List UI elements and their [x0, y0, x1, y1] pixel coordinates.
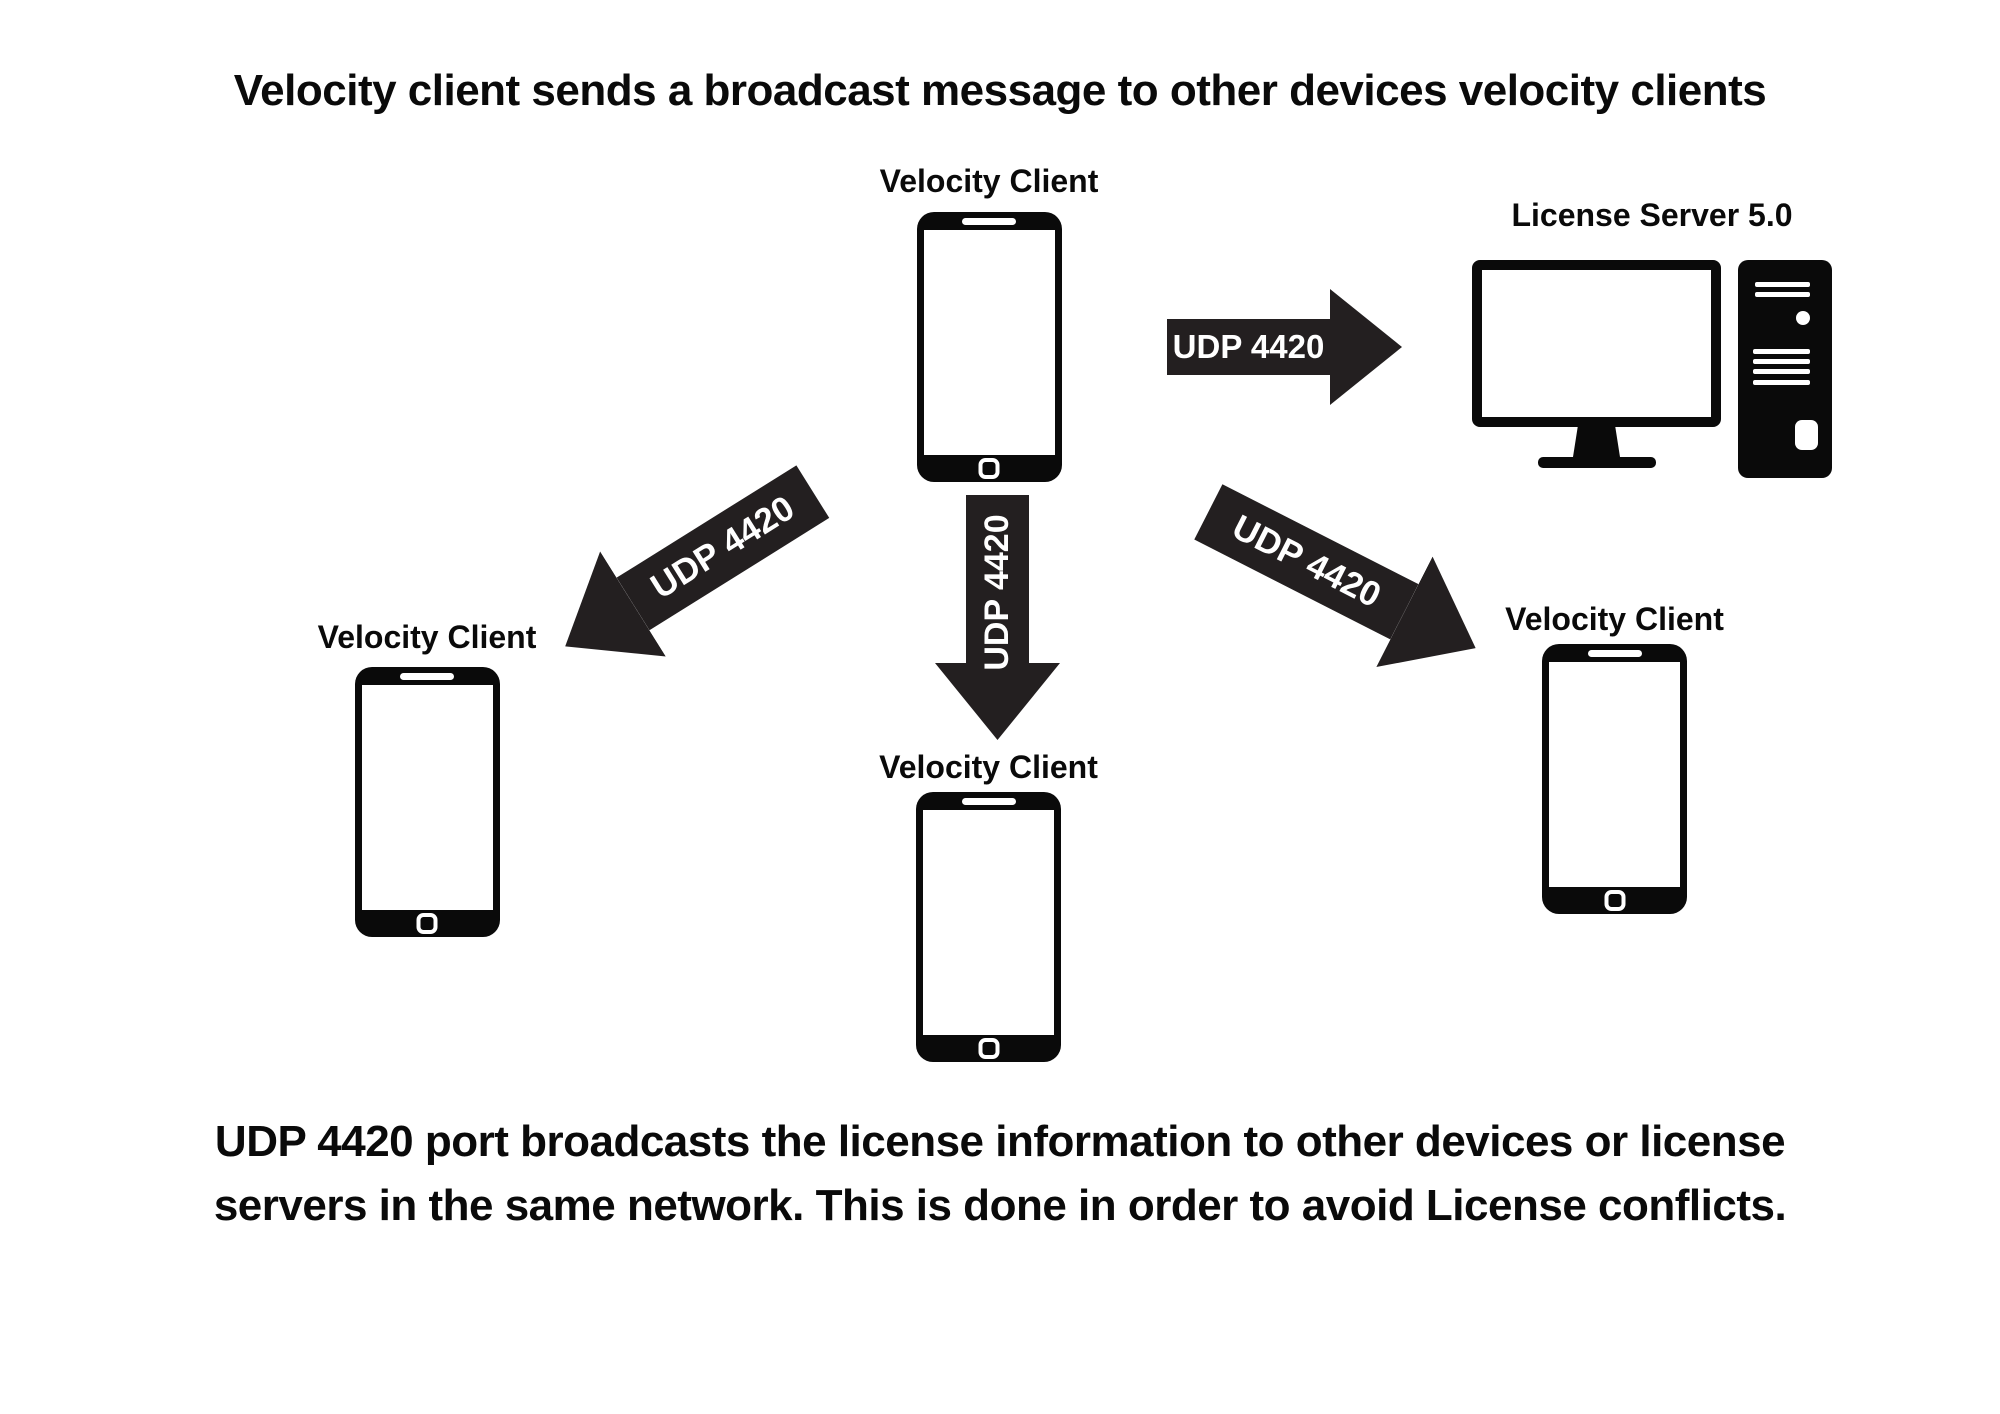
- udp-arrow-to-bottom-client: UDP 4420: [935, 495, 1060, 740]
- phone-screen: [361, 685, 493, 910]
- device-label: Velocity Client: [317, 619, 537, 655]
- device-label: Velocity Client: [879, 749, 1098, 785]
- phone-home-button-icon: [978, 1038, 999, 1059]
- arrow-label: UDP 4420: [1172, 328, 1325, 365]
- tower-vent-line: [1753, 380, 1810, 385]
- smartphone-icon: [1542, 644, 1687, 914]
- smartphone-icon: [354, 667, 500, 937]
- arrow-body: UDP 4420: [616, 465, 830, 631]
- tower-power-button-icon: [1796, 311, 1810, 325]
- phone-screen: [923, 230, 1055, 455]
- phone-speaker-icon: [400, 673, 454, 680]
- udp-arrow-to-server: UDP 4420: [1167, 289, 1402, 405]
- tower-vent-line: [1753, 369, 1810, 374]
- arrow-label: UDP 4420: [1226, 507, 1388, 616]
- smartphone-icon: [916, 792, 1061, 1062]
- phone-screen: [923, 810, 1054, 1035]
- diagram-title: Velocity client sends a broadcast messag…: [233, 66, 1767, 115]
- phone-home-button-icon: [416, 913, 438, 934]
- tower-vent-line: [1753, 359, 1810, 364]
- phone-speaker-icon: [961, 798, 1016, 805]
- desktop-computer-icon: [1472, 260, 1832, 478]
- phone-speaker-icon: [1587, 650, 1642, 657]
- footer-line-2: servers in the same network. This is don…: [213, 1180, 1787, 1230]
- arrowhead-down-icon: [935, 663, 1060, 740]
- arrow-label: UDP 4420: [978, 514, 1016, 671]
- phone-screen: [1549, 662, 1680, 887]
- smartphone-icon: [916, 212, 1062, 482]
- udp-arrow-to-right-client: UDP 4420: [1180, 457, 1504, 704]
- tower-vent-line: [1755, 282, 1810, 287]
- monitor-base: [1537, 457, 1656, 468]
- tower-drive-slot: [1795, 420, 1818, 450]
- monitor-screen: [1472, 260, 1721, 427]
- footer-line-1: UDP 4420 port broadcasts the license inf…: [214, 1117, 1786, 1166]
- tower-vent-line: [1753, 349, 1810, 354]
- device-bottom-velocity-client: Velocity Client: [846, 750, 1131, 1062]
- device-left-velocity-client: Velocity Client: [287, 620, 567, 937]
- udp-arrow-to-left-client: UDP 4420: [532, 439, 845, 699]
- device-label: License Server 5.0: [1511, 197, 1793, 233]
- phone-home-button-icon: [1604, 890, 1625, 911]
- arrow-body: UDP 4420: [1167, 319, 1330, 375]
- device-right-velocity-client: Velocity Client: [1472, 602, 1757, 914]
- phone-home-button-icon: [978, 458, 1000, 479]
- arrowhead-right-icon: [1330, 289, 1402, 405]
- device-center-velocity-client: Velocity Client: [848, 164, 1130, 482]
- phone-speaker-icon: [962, 218, 1016, 225]
- arrow-label: UDP 4420: [644, 488, 802, 607]
- monitor-stand: [1573, 427, 1620, 457]
- footer-caption: UDP 4420 port broadcasts the license inf…: [0, 1110, 2000, 1238]
- device-label: Velocity Client: [879, 163, 1099, 199]
- computer-tower-icon: [1738, 260, 1832, 478]
- arrow-body: UDP 4420: [1194, 484, 1419, 640]
- device-label: Velocity Client: [1505, 601, 1724, 637]
- arrow-body: [966, 495, 1029, 663]
- tower-vent-line: [1755, 292, 1810, 297]
- monitor-icon: [1472, 260, 1721, 468]
- device-license-server: License Server 5.0: [1452, 198, 1852, 478]
